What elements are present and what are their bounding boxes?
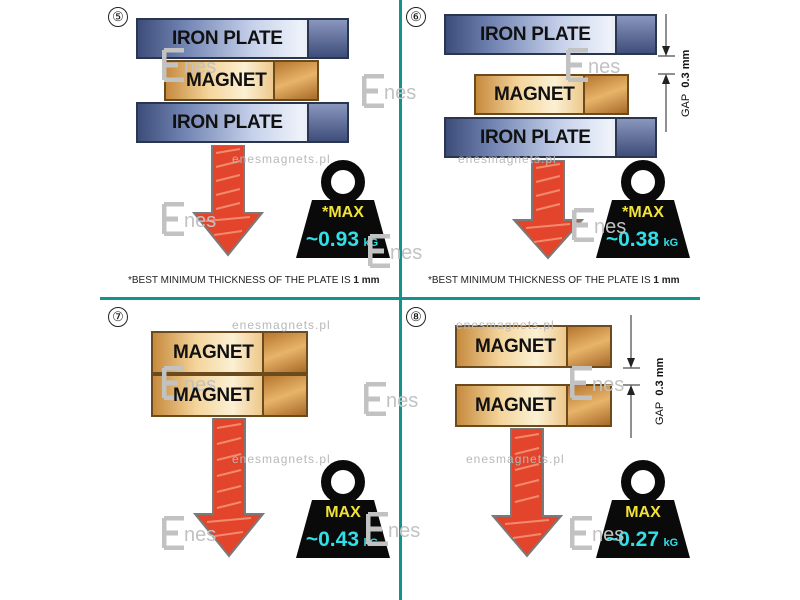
enes-logo-icon: nes — [161, 201, 228, 241]
iron-plate-label: IRON PLATE — [480, 126, 591, 148]
horizontal-divider — [100, 297, 700, 300]
weight-unit: kG — [663, 537, 679, 549]
watermark-text: enesmagnets.pl — [232, 318, 331, 332]
iron-plate-label: IRON PLATE — [172, 27, 283, 49]
vertical-divider — [399, 0, 402, 600]
gap-word: GAP — [680, 93, 692, 117]
magnet-label: MAGNET — [475, 394, 556, 416]
max-label: MAX — [325, 504, 361, 521]
enes-logo-icon: nes — [161, 47, 228, 87]
weight-number: ~0.38 — [605, 228, 659, 251]
gap-dimension-icon — [658, 14, 675, 132]
magnet-label: MAGNET — [475, 335, 556, 357]
iron-plate-bottom: IRON PLATE — [136, 102, 349, 143]
max-label: MAX — [625, 504, 661, 521]
enes-logo-icon: nes — [367, 233, 434, 273]
gap-label: GAP 0.3 mm — [680, 50, 692, 117]
kettlebell-weight-icon — [296, 160, 390, 258]
weight-value: ~0.93 kG — [294, 228, 390, 252]
thickness-note: *BEST MINIMUM THICKNESS OF THE PLATE IS … — [428, 275, 680, 286]
watermark-text: enesmagnets.pl — [458, 152, 557, 166]
panel-number: ⑧ — [406, 307, 426, 327]
magnet-block: MAGNET — [474, 74, 629, 115]
magnet-label: MAGNET — [186, 69, 267, 91]
enes-logo-icon: nes — [161, 515, 228, 555]
max-label: *MAX — [322, 204, 364, 221]
magnet-label: MAGNET — [173, 384, 254, 406]
down-arrow-icon — [192, 145, 264, 257]
gap-value: 0.3 mm — [654, 357, 666, 396]
panel-number: ⑤ — [108, 7, 128, 27]
enes-logo-icon: nes — [161, 365, 228, 405]
panel-number: ⑥ — [406, 7, 426, 27]
magnet-block: MAGNET — [164, 60, 319, 101]
weight-number: ~0.27 — [605, 528, 659, 551]
gap-label: GAP 0.3 mm — [654, 358, 666, 425]
watermark-text: enesmagnets.pl — [456, 318, 555, 332]
magnet-block-top: MAGNET — [455, 325, 612, 368]
weight-number: ~0.93 — [305, 228, 359, 251]
magnet-block-bottom: MAGNET — [455, 384, 612, 427]
iron-plate-label: IRON PLATE — [480, 23, 591, 45]
gap-value: 0.3 mm — [680, 49, 692, 88]
note-value: 1 mm — [653, 275, 680, 286]
gap-dimension-icon — [623, 315, 640, 438]
magnet-label: MAGNET — [173, 341, 254, 363]
magnet-label: MAGNET — [494, 83, 575, 105]
kettlebell-weight-icon — [596, 460, 690, 558]
down-arrow-icon — [193, 418, 265, 558]
enes-logo-icon: nes — [565, 47, 632, 87]
iron-plate-top: IRON PLATE — [444, 14, 657, 55]
enes-logo-icon: nes — [361, 73, 428, 113]
watermark-text: enesmagnets.pl — [466, 452, 565, 466]
note-text: *BEST MINIMUM THICKNESS OF THE PLATE IS — [428, 275, 654, 286]
note-value: 1 mm — [353, 275, 380, 286]
thickness-note: *BEST MINIMUM THICKNESS OF THE PLATE IS … — [128, 275, 380, 286]
max-label: *MAX — [622, 204, 664, 221]
weight-value: ~0.38 kG — [594, 228, 690, 252]
enes-logo-icon: nes — [363, 381, 430, 421]
enes-logo-icon: nes — [569, 365, 636, 405]
enes-logo-icon: nes — [571, 207, 638, 247]
gap-word: GAP — [654, 401, 666, 425]
kettlebell-weight-icon — [596, 160, 690, 258]
panel-number: ⑦ — [108, 307, 128, 327]
weight-value: ~0.27 kG — [594, 528, 690, 552]
watermark-text: enesmagnets.pl — [232, 152, 331, 166]
watermark-text: enesmagnets.pl — [232, 452, 331, 466]
down-arrow-icon — [512, 160, 584, 260]
enes-logo-icon: nes — [569, 515, 636, 555]
iron-plate-label: IRON PLATE — [172, 111, 283, 133]
note-text: *BEST MINIMUM THICKNESS OF THE PLATE IS — [128, 275, 354, 286]
enes-logo-icon: nes — [365, 511, 432, 551]
down-arrow-icon — [491, 428, 563, 558]
iron-plate-bottom: IRON PLATE — [444, 117, 657, 158]
weight-unit: kG — [663, 237, 679, 249]
weight-number: ~0.43 — [305, 528, 359, 551]
